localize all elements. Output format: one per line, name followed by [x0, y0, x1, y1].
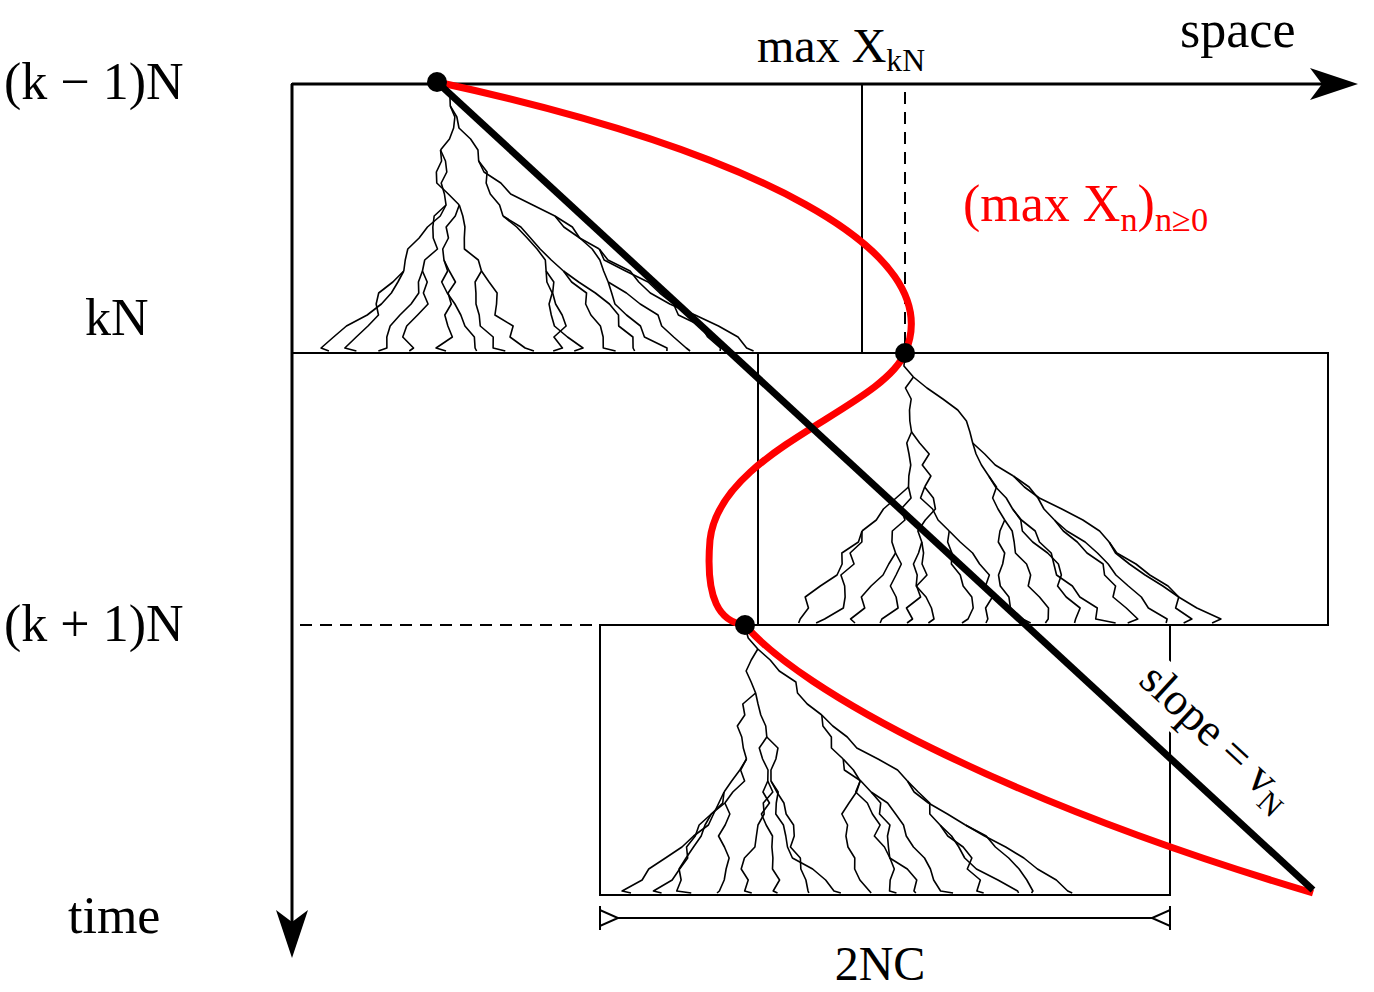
walk-path: [921, 487, 950, 531]
label: (k + 1)N: [4, 595, 184, 652]
walk-path: [842, 781, 871, 893]
walk-path: [940, 825, 984, 893]
subscript: n≥0: [1155, 200, 1208, 238]
walk-path: [546, 271, 583, 351]
walk-path: [851, 553, 896, 623]
walk-path: [913, 377, 972, 443]
walk-path: [767, 737, 778, 781]
box: [758, 353, 1328, 625]
subscript: n: [1120, 200, 1137, 238]
walk-path: [378, 271, 422, 351]
walk-path: [822, 715, 908, 781]
walk-path: [737, 693, 755, 759]
slope-line: [437, 82, 1313, 890]
label: slope = v: [1130, 653, 1289, 805]
label: max X: [757, 19, 886, 72]
walk-path: [563, 271, 634, 351]
label-group: (k + 1)N: [4, 598, 184, 650]
walk-path: [422, 205, 446, 271]
label: (max X: [963, 175, 1120, 232]
walk-path: [799, 531, 862, 623]
label: kN: [85, 289, 149, 346]
walk-path: [345, 271, 404, 351]
walk-path: [479, 161, 555, 216]
max-curve: [437, 82, 1313, 893]
walk-path: [653, 792, 724, 893]
walk-path: [912, 432, 931, 487]
dashed-line: [904, 92, 906, 350]
label-group: space: [1180, 4, 1295, 56]
walk-path: [442, 260, 477, 351]
label-group: kN: [85, 292, 149, 344]
walk-path: [880, 553, 901, 623]
walk-path: [1109, 542, 1192, 623]
box: [600, 625, 1170, 895]
walk-path: [989, 476, 1005, 520]
label-group: 2NC: [835, 940, 926, 988]
label-group: (max Xn)n≥0: [963, 178, 1208, 236]
walk-path: [503, 216, 546, 271]
walk-path: [622, 792, 724, 893]
label-group: (k − 1)N: [4, 56, 184, 108]
walk-path: [321, 271, 404, 351]
walk-path: [404, 205, 446, 271]
dot: [735, 615, 755, 635]
walk-path: [871, 792, 953, 893]
label: ): [1138, 175, 1155, 232]
walk-path: [1013, 476, 1109, 542]
walk-path: [1013, 509, 1080, 623]
walk-path: [481, 271, 533, 351]
walk-path: [1013, 509, 1116, 623]
walk-path: [403, 271, 428, 351]
walk-path: [759, 737, 768, 781]
label: (k − 1)N: [4, 53, 184, 110]
walk-path: [443, 205, 460, 260]
walk-path: [989, 476, 1013, 509]
walk-path: [677, 803, 725, 893]
walk-path: [546, 271, 566, 351]
walk-path: [843, 759, 871, 792]
dot: [895, 343, 915, 363]
walk-path: [436, 150, 459, 205]
walk-path: [816, 531, 862, 623]
walk-path: [717, 803, 730, 893]
label-group: time: [68, 890, 160, 942]
walk-path: [1109, 542, 1221, 623]
label: space: [1180, 1, 1295, 58]
walk-path: [1054, 520, 1167, 623]
walk-path: [940, 825, 1018, 893]
label-group: slope = vN: [1125, 652, 1306, 825]
arrow-head: [1310, 68, 1358, 100]
walk-path: [965, 825, 1072, 893]
walk-path: [441, 106, 455, 150]
walk-path: [907, 781, 965, 825]
box: [292, 84, 862, 353]
dimension-bracket: [600, 906, 1170, 930]
walk-path: [905, 377, 913, 432]
walk-path: [907, 432, 912, 487]
walk-path: [965, 825, 1032, 893]
dot: [427, 72, 447, 92]
label: 2NC: [835, 937, 926, 990]
subscript: kN: [886, 43, 925, 78]
branching-walks: [321, 84, 1221, 893]
walk-path: [822, 715, 843, 759]
walk-path: [741, 781, 773, 893]
walk-path: [756, 693, 767, 737]
arrow-head: [276, 910, 308, 958]
time-axis: [291, 84, 294, 930]
walk-path: [771, 781, 841, 893]
label: time: [68, 887, 160, 944]
dashed-line: [300, 624, 596, 626]
walk-path: [503, 216, 563, 271]
walk-path: [973, 443, 1014, 476]
walk-path: [1054, 520, 1137, 623]
walk-path: [725, 759, 747, 803]
walk-path: [459, 205, 481, 271]
walk-path: [913, 542, 934, 623]
walk-path: [973, 443, 989, 476]
label-group: max XkN: [757, 22, 925, 77]
walk-path: [746, 649, 758, 693]
